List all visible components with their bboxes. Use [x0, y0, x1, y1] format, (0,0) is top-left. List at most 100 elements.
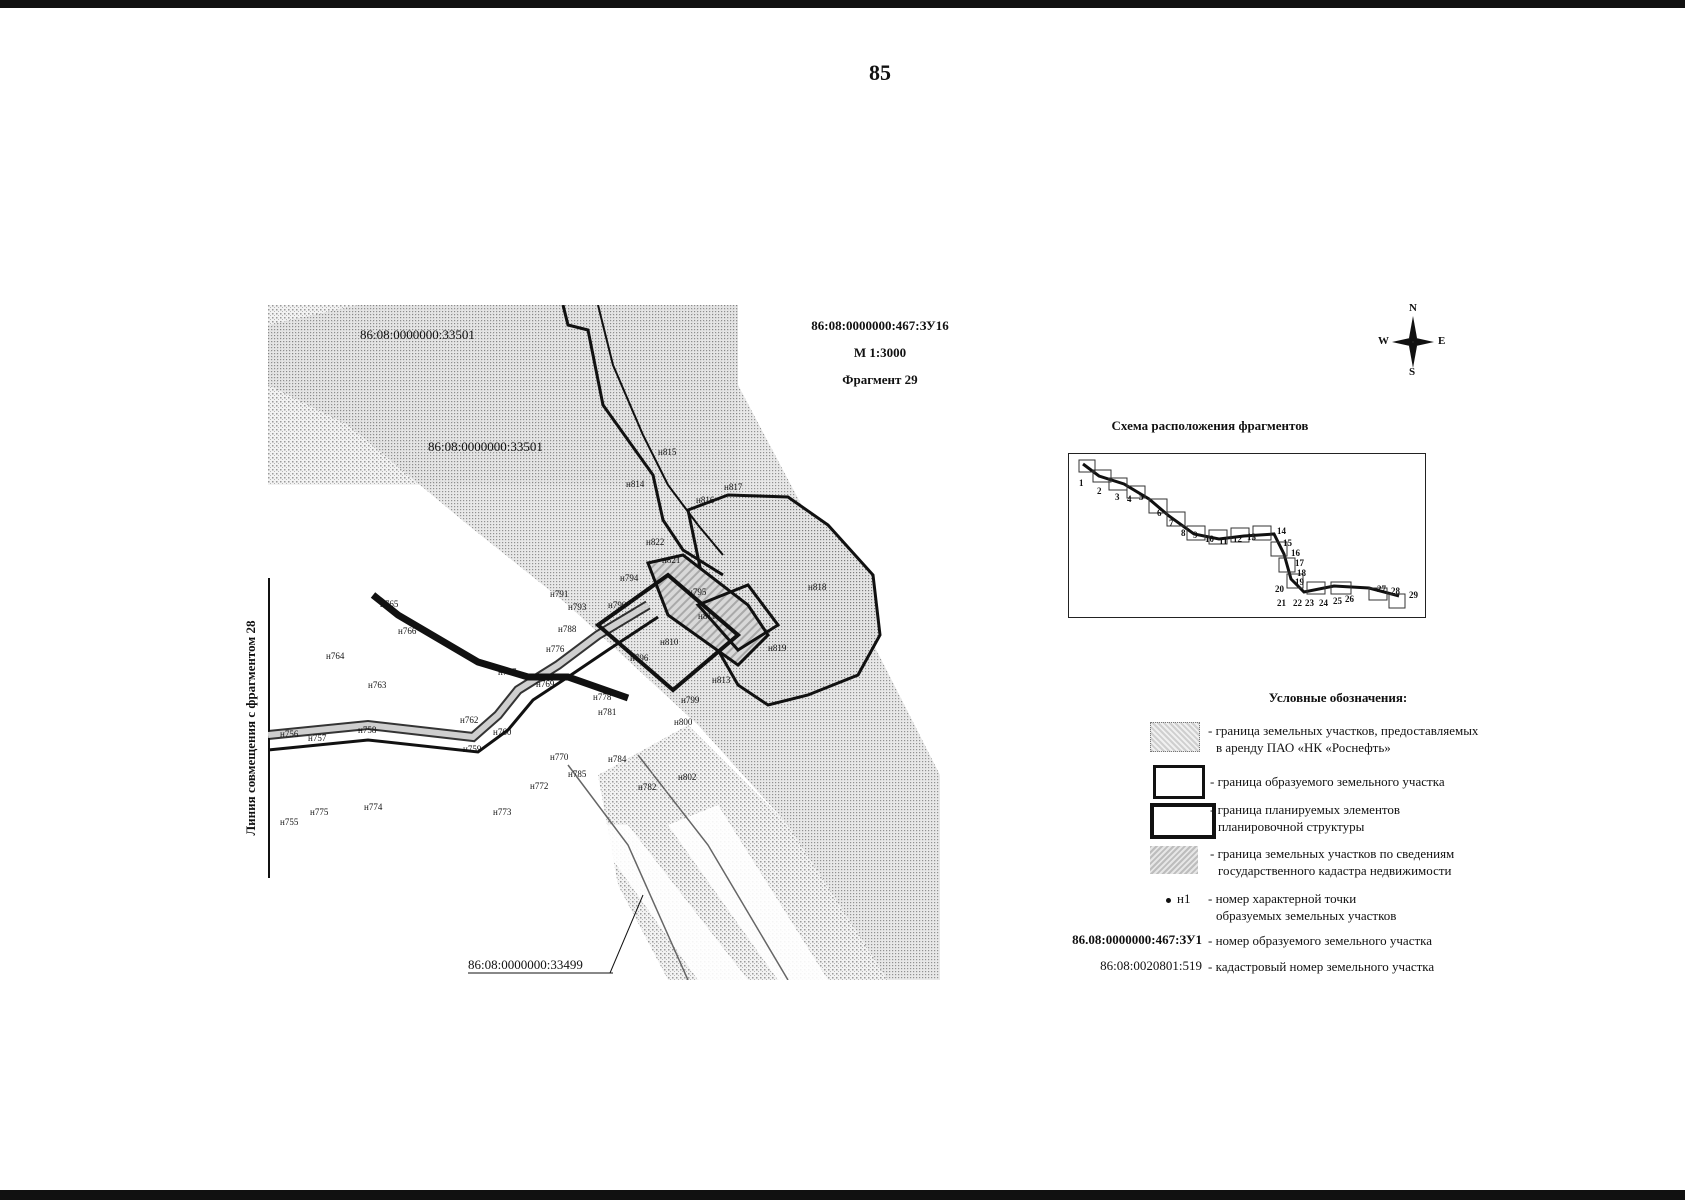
svg-text:н762: н762 [460, 715, 478, 725]
svg-text:н796: н796 [630, 653, 649, 663]
match-line-label-box: Линия совмещения с фрагментом 28 [236, 580, 266, 880]
legend-swatch-formed [1153, 765, 1205, 799]
legend-item-point: - номер характерной точки образуемых зем… [1208, 891, 1397, 923]
legend-item-parcel-number: - номер образуемого земельного участка [1208, 933, 1433, 948]
svg-text:н818: н818 [808, 582, 827, 592]
svg-text:25: 25 [1333, 596, 1343, 606]
svg-text:н784: н784 [608, 754, 627, 764]
spur-line [370, 592, 630, 702]
svg-text:н782: н782 [638, 782, 656, 792]
page-frame-bottom [0, 1190, 1685, 1200]
corridor-north [561, 305, 724, 577]
legend-item-formed: - граница образуемого земельного участка [1210, 774, 1445, 789]
svg-text:н766: н766 [398, 626, 417, 636]
svg-text:н810: н810 [660, 637, 679, 647]
page-number: 85 [869, 60, 891, 85]
legend-swatch-cadastre [1150, 846, 1198, 874]
svg-text:н758: н758 [358, 725, 377, 735]
svg-text:н774: н774 [364, 802, 383, 812]
svg-text:н760: н760 [493, 727, 512, 737]
legend-item-planned: - граница планируемых элементов планиров… [1210, 802, 1401, 834]
svg-text:18: 18 [1297, 568, 1307, 578]
svg-text:н765: н765 [380, 599, 399, 609]
legend-item-lease: - граница земельных участков, предоставл… [1208, 723, 1479, 755]
legend-swatch-planned [1150, 803, 1216, 839]
svg-text:н791: н791 [550, 589, 568, 599]
corridor-north-2 [597, 305, 724, 556]
pipeline-band-west-2 [268, 615, 659, 754]
svg-text:н821: н821 [662, 555, 680, 565]
svg-text:н816: н816 [696, 495, 715, 505]
svg-text:23: 23 [1305, 598, 1315, 608]
svg-text:12: 12 [1233, 534, 1243, 544]
lower-line-1 [567, 764, 689, 980]
svg-text:н759: н759 [463, 744, 482, 754]
svg-text:н763: н763 [368, 680, 387, 690]
svg-text:н802: н802 [678, 772, 696, 782]
svg-text:н790: н790 [608, 600, 627, 610]
svg-text:2: 2 [1097, 486, 1102, 496]
svg-text:24: 24 [1319, 598, 1329, 608]
svg-text:15: 15 [1283, 538, 1293, 548]
svg-text:н815: н815 [658, 447, 677, 457]
svg-text:н757: н757 [308, 733, 327, 743]
svg-text:н785: н785 [568, 769, 587, 779]
compass-n: N [1409, 302, 1417, 314]
svg-text:н811: н811 [698, 611, 716, 621]
svg-text:29: 29 [1409, 590, 1419, 600]
compass-rose-icon: N S W E [1378, 302, 1448, 378]
svg-text:н793: н793 [568, 602, 587, 612]
svg-text:н773: н773 [493, 807, 512, 817]
planned-element-2 [695, 583, 781, 652]
svg-text:17: 17 [1295, 558, 1305, 568]
scheme-title: Схема расположения фрагментов [1111, 418, 1309, 433]
svg-text:1: 1 [1079, 478, 1084, 488]
svg-text:н800: н800 [674, 717, 693, 727]
cadastre-label-1: 86:08:0000000:33501 [360, 327, 475, 342]
svg-text:н813: н813 [712, 675, 731, 685]
svg-text:9: 9 [1193, 530, 1198, 540]
fragment-number: Фрагмент 29 [842, 372, 918, 387]
svg-text:11: 11 [1219, 536, 1228, 546]
match-line-label: Линия совмещения с фрагментом 28 [243, 620, 258, 836]
svg-text:14: 14 [1277, 526, 1287, 536]
svg-text:н767: н767 [498, 667, 517, 677]
legend-cadastral-number-sample: 86:08:0020801:519 [1100, 958, 1202, 973]
svg-text:20: 20 [1275, 584, 1285, 594]
road-band [588, 825, 748, 980]
planned-element [594, 572, 742, 693]
pipeline-band-west-inner [268, 602, 650, 741]
legend-swatch-lease [1150, 722, 1200, 752]
legend-parcel-number-sample: 86.08:0000000:467:ЗУ1 [1072, 932, 1202, 947]
match-line [268, 578, 270, 878]
svg-text:27: 27 [1377, 584, 1387, 594]
svg-text:н755: н755 [280, 817, 299, 827]
legend-item-cadastral-number: - кадастровый номер земельного участка [1208, 959, 1435, 974]
compass-e: E [1438, 335, 1446, 347]
fragment-map: 86:08:0000000:33501 86:08:0000000:33501 … [268, 305, 940, 980]
cadastre-label-2: 86:08:0000000:33501 [428, 439, 543, 454]
legend-point-sample: н1 [1166, 890, 1190, 907]
svg-text:н781: н781 [598, 707, 616, 717]
svg-text:22: 22 [1293, 598, 1303, 608]
parcel-id: 86:08:0000000:467:ЗУ16 [811, 318, 949, 333]
svg-text:н819: н819 [768, 643, 787, 653]
svg-text:н814: н814 [626, 479, 645, 489]
svg-text:7: 7 [1169, 518, 1174, 528]
svg-text:6: 6 [1157, 508, 1162, 518]
map-title-block: 86:08:0000000:467:ЗУ16 М 1:3000 Фрагмент… [780, 312, 980, 393]
svg-text:10: 10 [1205, 534, 1215, 544]
svg-text:3: 3 [1115, 492, 1120, 502]
compass-star-icon [1392, 316, 1434, 368]
page-frame-top [0, 0, 1685, 8]
compass-w: W [1378, 335, 1389, 347]
svg-text:н764: н764 [326, 651, 345, 661]
svg-text:н756: н756 [280, 729, 299, 739]
svg-text:н776: н776 [546, 644, 565, 654]
road-band-2 [668, 805, 828, 980]
svg-text:н772: н772 [530, 781, 548, 791]
svg-text:н794: н794 [620, 573, 639, 583]
